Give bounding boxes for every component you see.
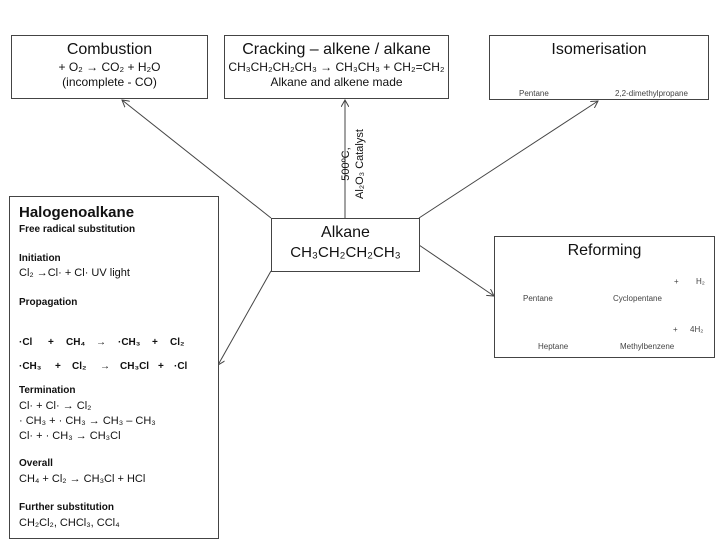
isomerisation-title: Isomerisation <box>551 41 647 58</box>
conditions-catalyst: Al₂O₃ Catalyst <box>354 129 366 199</box>
prop-term: ·Cl <box>19 337 33 348</box>
further-substitution-heading: Further substitution <box>19 502 114 513</box>
isomerisation-box: Isomerisation Pentane 2,2-dimethylpropan… <box>489 35 709 100</box>
cracking-conditions: 500ºC, Al₂O₃ Catalyst <box>339 114 367 214</box>
alkane-formula: CH₃CH₂CH₂CH₃ <box>290 244 401 261</box>
termination-heading: Termination <box>19 385 76 396</box>
arrow-to-combustion <box>122 100 272 219</box>
cracking-title: Cracking – alkene / alkane <box>242 41 431 58</box>
termination-line: Cl· + Cl· → Cl₂ <box>19 400 92 412</box>
combustion-note: (incomplete - CO) <box>62 75 157 89</box>
conditions-temperature: 500ºC, <box>340 147 352 181</box>
alkane-box: Alkane CH₃CH₂CH₂CH₃ <box>271 218 420 272</box>
reforming-title: Reforming <box>567 242 642 259</box>
reforming-r2-reactant: Heptane <box>538 342 569 351</box>
reforming-r2-product: Methylbenzene <box>620 342 675 351</box>
termination-line: · CH₃ + · CH₃ → CH₃ – CH₃ <box>19 415 156 427</box>
prop-term: + <box>48 337 54 348</box>
prop-term: + <box>152 337 158 348</box>
prop-term: CH₃Cl <box>120 361 150 372</box>
reforming-r1-product: Cyclopentane <box>613 294 662 303</box>
reforming-r1-byproduct: H₂ <box>696 277 705 286</box>
reforming-r1-reactant: Pentane <box>523 294 553 303</box>
cracking-note: Alkane and alkene made <box>270 75 403 89</box>
combustion-equation: + O₂ → CO₂ + H₂O <box>58 60 161 74</box>
initiation-equation: Cl₂ →Cl· + Cl· UV light <box>19 267 130 279</box>
arrow-to-reforming <box>418 244 494 296</box>
termination-line: Cl· + · CH₃ → CH₃Cl <box>19 430 121 442</box>
combustion-box: Combustion + O₂ → CO₂ + H₂O (incomplete … <box>11 35 208 99</box>
reforming-box: Reforming Pentane Cyclopentane + H₂ Hept… <box>494 236 715 358</box>
prop-term: CH₄ <box>66 337 86 348</box>
prop-term: → <box>96 337 106 348</box>
halogenoalkane-subtitle: Free radical substitution <box>19 224 136 235</box>
reforming-r2-byproduct: 4H₂ <box>690 325 704 334</box>
reforming-r1-plus: + <box>674 277 679 286</box>
prop-term: ·CH₃ <box>118 337 141 348</box>
prop-term: + <box>158 361 164 372</box>
isomerisation-reactant-label: Pentane <box>519 89 549 98</box>
reforming-r2-plus: + <box>673 325 678 334</box>
further-substitution-products: CH₂Cl₂, CHCl₃, CCl₄ <box>19 517 120 529</box>
arrow-to-halogenoalkane <box>218 270 272 365</box>
cracking-box: Cracking – alkene / alkane CH₃CH₂CH₂CH₃ … <box>224 35 449 99</box>
prop-term: Cl₂ <box>72 361 87 372</box>
combustion-title: Combustion <box>66 41 153 58</box>
cracking-equation: CH₃CH₂CH₂CH₃ → CH₃CH₃ + CH₂=CH₂ <box>228 60 445 74</box>
initiation-heading: Initiation <box>19 253 61 264</box>
prop-term: → <box>100 361 110 372</box>
alkane-title: Alkane <box>321 224 370 241</box>
prop-term: Cl₂ <box>170 337 185 348</box>
arrow-to-isomerisation <box>418 101 598 219</box>
isomerisation-product-label: 2,2-dimethylpropane <box>615 89 688 98</box>
halogenoalkane-title: Halogenoalkane <box>19 204 135 221</box>
prop-term: ·CH₃ <box>19 361 42 372</box>
prop-term: + <box>55 361 61 372</box>
overall-heading: Overall <box>19 458 53 469</box>
overall-equation: CH₄ + Cl₂ → CH₃Cl + HCl <box>19 473 146 485</box>
halogenoalkane-box: Halogenoalkane Free radical substitution… <box>9 196 219 539</box>
propagation-heading: Propagation <box>19 297 78 308</box>
prop-term: ·Cl <box>174 361 188 372</box>
